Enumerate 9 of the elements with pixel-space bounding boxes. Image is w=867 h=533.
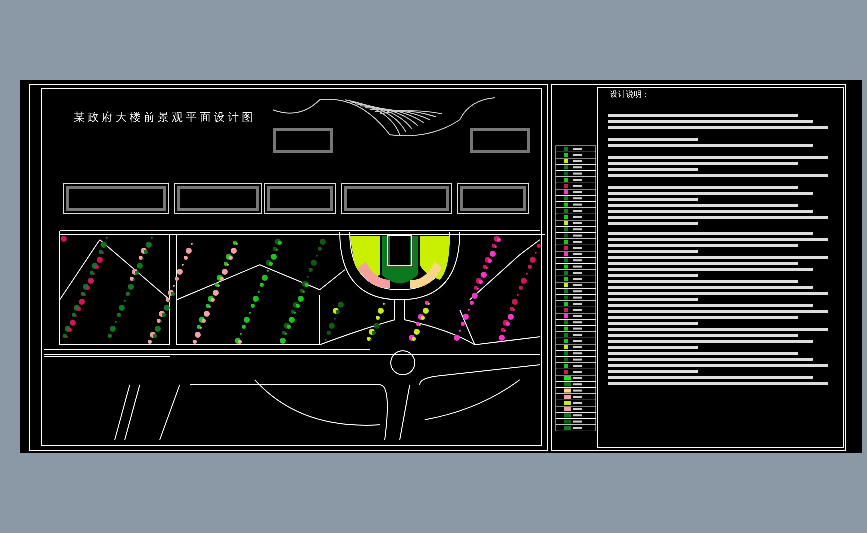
building-box bbox=[273, 128, 333, 153]
drawing-title: 某政府大楼前景观平面设计图 bbox=[74, 110, 256, 125]
notes-heading: 设计说明： bbox=[610, 89, 650, 100]
building-box bbox=[267, 186, 333, 211]
building-box bbox=[177, 186, 259, 211]
building-box bbox=[470, 128, 530, 153]
building-box bbox=[460, 186, 526, 211]
building-box bbox=[344, 186, 449, 211]
building-box bbox=[66, 186, 166, 211]
